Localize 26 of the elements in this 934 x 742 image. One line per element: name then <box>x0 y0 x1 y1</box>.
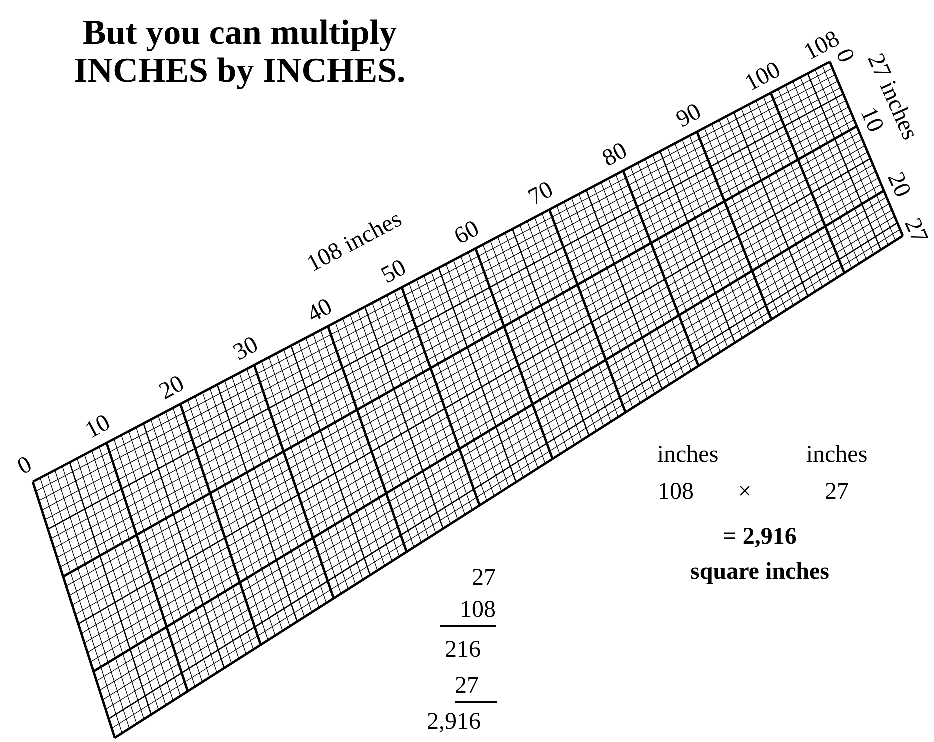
tick-label: 50 <box>377 255 410 288</box>
unit-label: inches <box>806 443 868 467</box>
number: 27 <box>825 480 849 504</box>
tick-label: 30 <box>230 333 262 366</box>
result-value: = 2,916 <box>723 525 797 549</box>
title: But you can multiply INCHES by INCHES. <box>73 14 407 90</box>
tick-label: 20 <box>882 168 915 200</box>
number: 27 <box>455 674 497 702</box>
tick-label: 27 <box>900 214 932 246</box>
tick-label: 0 <box>14 452 36 480</box>
number: 27 <box>471 566 496 590</box>
number: 216 <box>444 638 481 662</box>
number: 108 <box>658 480 694 504</box>
tick-label: 20 <box>156 372 188 404</box>
tick-label: 100 <box>741 58 784 96</box>
tick-label: 10 <box>82 410 115 444</box>
tick-label: 40 <box>304 294 336 327</box>
unit-label: square inches <box>690 560 830 584</box>
tick-label: 80 <box>598 138 632 172</box>
unit-label: inches <box>657 443 719 467</box>
tick-label: 70 <box>524 178 558 210</box>
multiply-sign: × <box>738 480 752 504</box>
product-value: 2,916 <box>426 710 481 734</box>
tick-label: 60 <box>451 216 484 249</box>
tick-label: 90 <box>672 100 705 132</box>
number: 108 <box>440 598 496 626</box>
